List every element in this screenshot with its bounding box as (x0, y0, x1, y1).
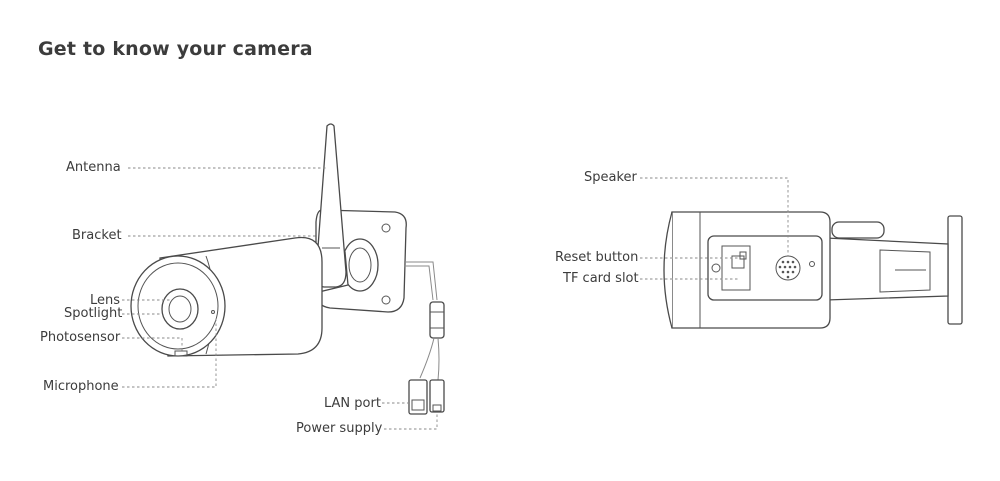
label-photosensor: Photosensor (40, 330, 121, 345)
label-microphone: Microphone (43, 379, 119, 394)
label-lan-port: LAN port (324, 396, 381, 411)
label-spotlight: Spotlight (64, 306, 123, 321)
label-bracket: Bracket (72, 228, 122, 243)
label-reset-button: Reset button (555, 250, 639, 265)
label-speaker: Speaker (584, 170, 637, 185)
rear-camera-illustration (640, 177, 963, 329)
label-power-supply: Power supply (296, 421, 383, 436)
label-lens: Lens (90, 293, 121, 308)
label-antenna: Antenna (66, 160, 121, 175)
page-title: Get to know your camera (38, 38, 313, 60)
front-camera-illustration (122, 123, 445, 430)
label-tf-card-slot: TF card slot (563, 271, 639, 286)
